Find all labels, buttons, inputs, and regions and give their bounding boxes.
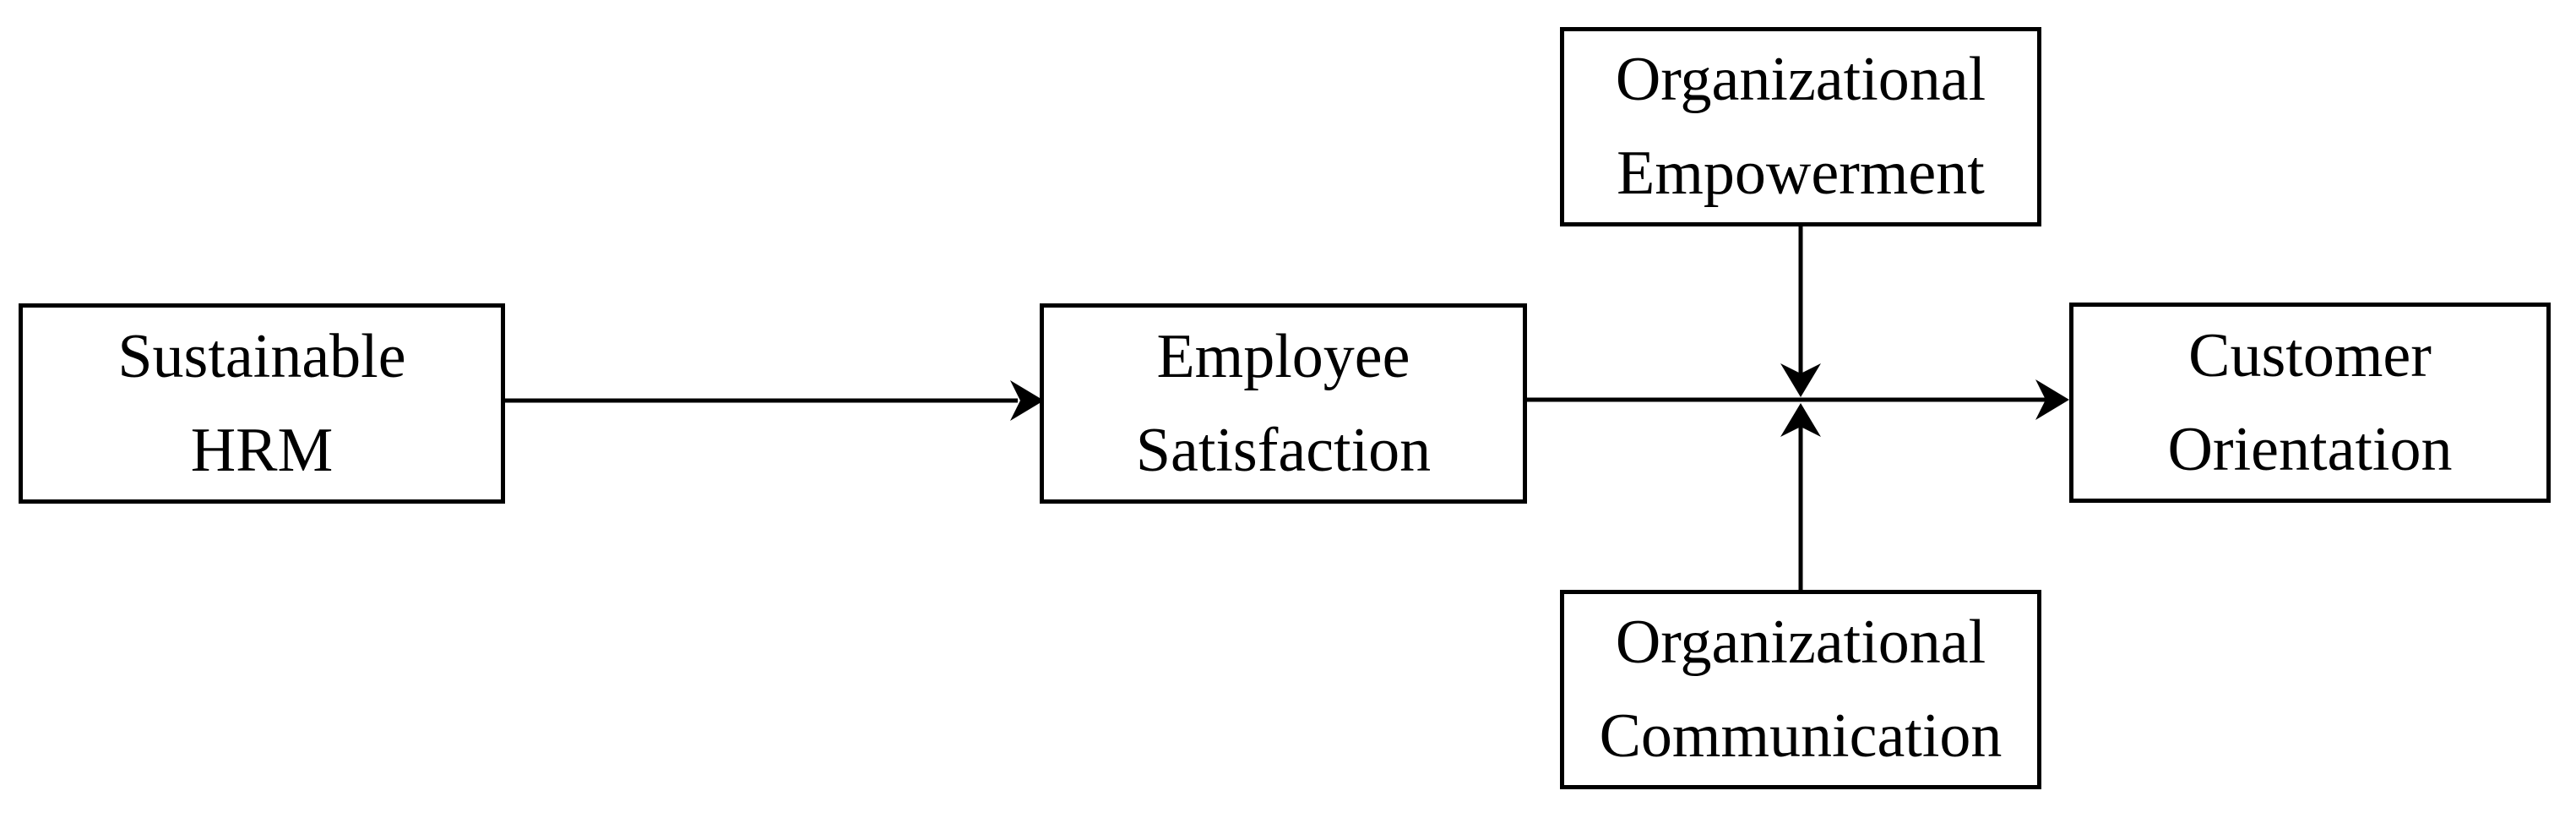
- arrowhead-up-icon: [1780, 403, 1821, 437]
- node-label-line: Orientation: [2167, 414, 2453, 484]
- node-label-line: Satisfaction: [1135, 415, 1432, 485]
- node-organizational-empowerment: Organizational Empowerment: [1560, 27, 2041, 226]
- arrowhead-right-icon: [1010, 380, 1044, 421]
- node-organizational-communication: Organizational Communication: [1560, 590, 2041, 789]
- arrowhead-right-icon: [2035, 379, 2069, 420]
- node-label-line: Empowerment: [1617, 139, 1985, 208]
- node-employee-satisfaction: Employee Satisfaction: [1040, 303, 1527, 504]
- node-sustainable-hrm: Sustainable HRM: [19, 303, 505, 504]
- arrow-empowerment-to-path: [1780, 226, 1821, 397]
- node-label-line: Employee: [1156, 321, 1410, 391]
- arrow-satisfaction-to-orientation: [1527, 379, 2069, 420]
- arrow-communication-to-path: [1780, 403, 1821, 590]
- node-label-line: Organizational: [1615, 608, 1986, 677]
- node-label-line: Sustainable: [117, 321, 406, 391]
- node-label-line: Communication: [1599, 701, 2003, 771]
- node-label-line: Organizational: [1615, 45, 1986, 114]
- node-label-line: Customer: [2188, 320, 2432, 390]
- arrow-hrm-to-satisfaction: [505, 380, 1044, 421]
- node-customer-orientation: Customer Orientation: [2069, 303, 2551, 503]
- node-label-line: HRM: [190, 415, 334, 485]
- arrowhead-down-icon: [1780, 363, 1821, 397]
